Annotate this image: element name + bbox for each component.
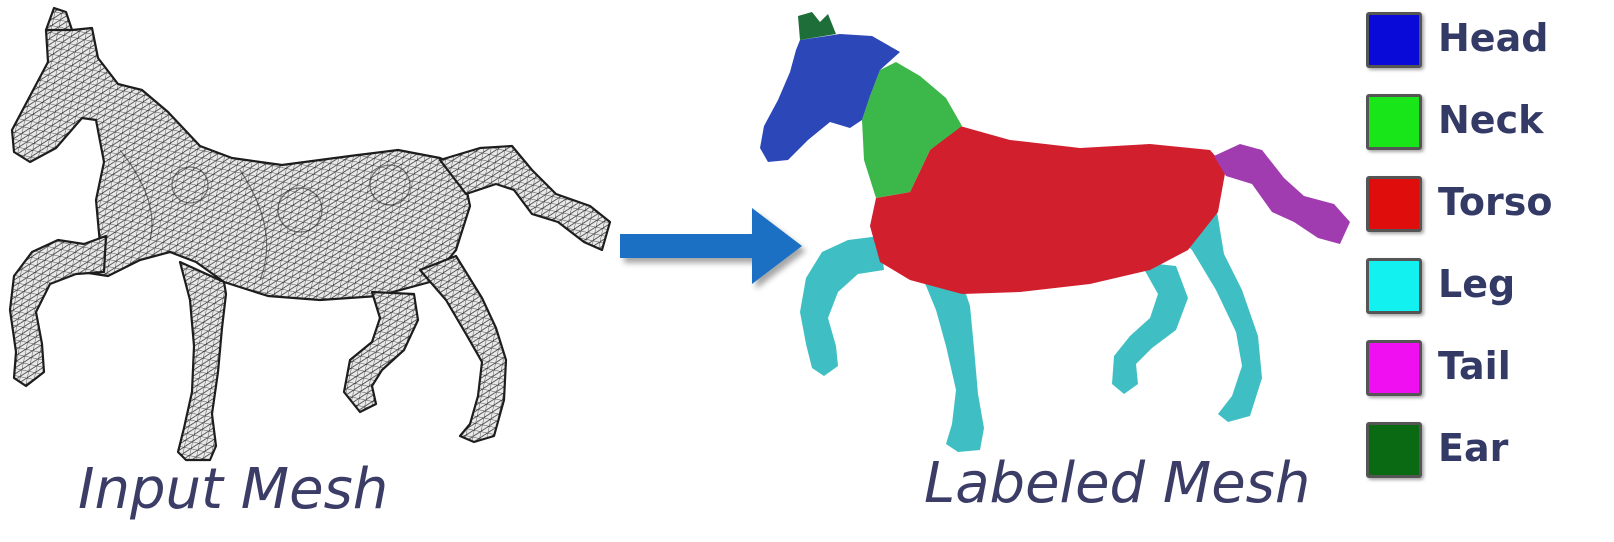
segment-leg-rear-raised [1112,262,1188,394]
mesh-rear-leg-raised [342,290,420,414]
segment-tail [1214,144,1350,244]
mesh-body [10,8,472,302]
segment-torso [870,126,1226,294]
legend-swatch-torso [1366,176,1422,232]
legend-swatch-neck [1366,94,1422,150]
legend-label-leg: Leg [1438,262,1516,306]
legend-swatch-head [1366,12,1422,68]
input-mesh-horse [8,6,612,462]
mesh-front-leg-standing [176,260,228,462]
legend-swatch-leg [1366,258,1422,314]
arrow-icon [620,208,802,284]
segment-leg-front-standing [922,276,984,452]
legend-item-head: Head [1366,12,1606,72]
legend-item-torso: Torso [1366,176,1606,236]
labeled-mesh-caption: Labeled Mesh [924,451,1311,516]
input-mesh-caption: Input Mesh [78,457,389,522]
legend-item-neck: Neck [1366,94,1606,154]
labeled-mesh-horse [760,12,1350,452]
legend-swatch-ear [1366,422,1422,478]
segment-head [760,34,900,162]
mesh-rear-leg-standing [418,254,508,444]
legend-label-head: Head [1438,16,1549,60]
mesh-front-leg-raised [8,234,108,388]
legend-label-ear: Ear [1438,426,1509,470]
legend-item-leg: Leg [1366,258,1606,318]
legend-item-ear: Ear [1366,422,1606,482]
legend-label-neck: Neck [1438,98,1544,142]
legend-swatch-tail [1366,340,1422,396]
legend-label-tail: Tail [1438,344,1511,388]
transform-arrow [620,208,802,284]
segment-neck [862,62,962,198]
mesh-ear [44,6,74,32]
segment-ear [798,12,836,40]
segment-leg-front-raised [800,236,884,376]
legend-item-tail: Tail [1366,340,1606,400]
legend-label-torso: Torso [1438,180,1553,224]
mesh-tail [438,144,612,252]
